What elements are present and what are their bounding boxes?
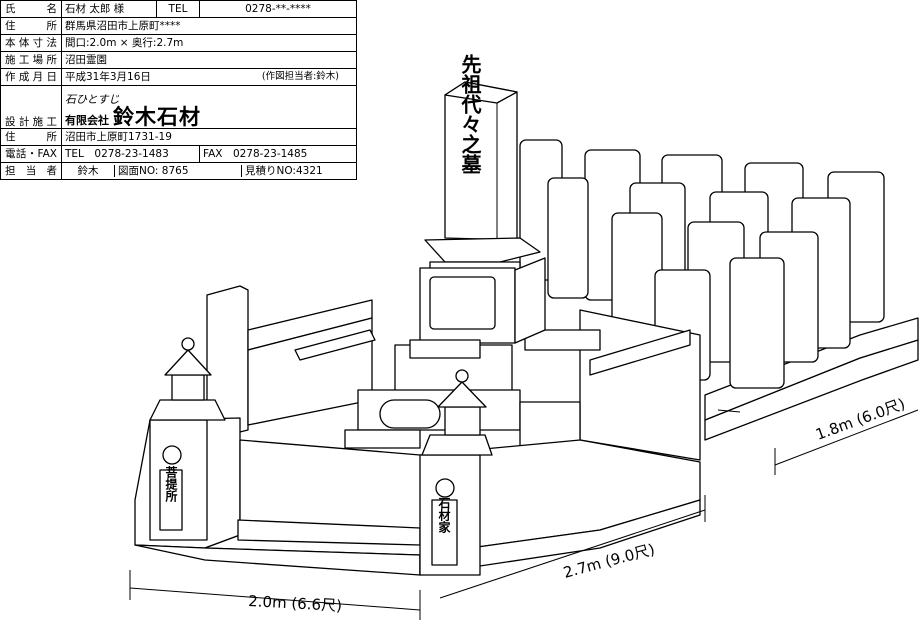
- side-base: [704, 317, 919, 441]
- right-lantern-inscription: 石材家: [437, 497, 451, 534]
- drawing-no: 図面NO: 8765: [115, 164, 242, 178]
- left-lantern: 菩提所: [149, 337, 226, 541]
- estimate-no: 見積りNO:4321: [245, 164, 323, 177]
- logo-slogan: 石ひとすじ: [65, 93, 120, 106]
- enclosure-walls: [206, 285, 701, 461]
- company-name: 鈴木石材: [113, 104, 201, 129]
- company-type: 有限会社: [65, 114, 109, 127]
- drawing-info-table: 氏 名 石材 太郎 様 TEL 0278-**-**** 住 所 群馬県沼田市上…: [0, 0, 357, 180]
- staff-value: 鈴木: [63, 164, 115, 178]
- drafter-note: (作図担当者:鈴木): [261, 70, 339, 82]
- left-lantern-inscription: 菩提所: [164, 465, 178, 503]
- date-value: 平成31年3月16日: [65, 70, 151, 83]
- right-lantern: 石材家: [419, 369, 493, 576]
- width-dimension-label: 2.0m (6.6尺): [248, 592, 343, 615]
- main-stone-inscription: 先祖代々之墓: [458, 53, 482, 174]
